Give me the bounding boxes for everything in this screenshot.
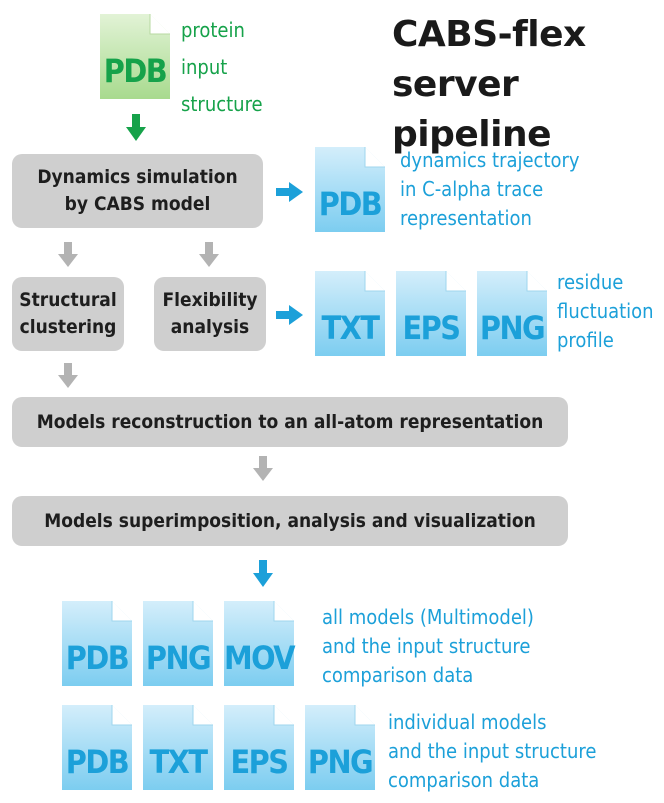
- box-line: Models superimposition, analysis and vis…: [44, 509, 536, 532]
- gray-arrow-down-icon: [253, 456, 273, 481]
- multimodel-label-line: and the input structure: [322, 634, 531, 658]
- fluctuation-eps-file-icon: EPS: [396, 271, 466, 356]
- fluctuation-label: residue fluctuation profile: [557, 268, 654, 355]
- file-type-label: TXT: [321, 309, 380, 347]
- title-line-2: server pipeline: [392, 64, 552, 155]
- fluctuation-txt-file-icon: TXT: [315, 271, 385, 356]
- file-type-label: PNG: [307, 743, 374, 781]
- individual-label-line: comparison data: [388, 768, 540, 792]
- trajectory-pdb-file-icon: PDB: [315, 147, 385, 232]
- individual-label: individual models and the input structur…: [388, 708, 596, 795]
- file-type-label: PNG: [479, 309, 546, 347]
- file-type-label: PDB: [103, 52, 168, 90]
- box-line: clustering: [19, 316, 117, 338]
- trajectory-label-line: representation: [400, 206, 532, 230]
- multimodel-mov-file-icon: MOV: [224, 601, 296, 686]
- fluctuation-png-file-icon: PNG: [477, 271, 547, 356]
- dynamics-simulation-box: Dynamics simulation by CABS model: [12, 154, 263, 228]
- individual-label-line: and the input structure: [388, 739, 597, 763]
- fluctuation-label-line: residue: [557, 270, 624, 294]
- file-type-label: EPS: [402, 309, 462, 347]
- gray-arrow-down-icon: [58, 242, 78, 267]
- blue-arrow-right-icon: [276, 305, 303, 325]
- individual-label-line: individual models: [388, 710, 547, 734]
- title-line-1: CABS-flex: [392, 14, 586, 55]
- input-label-line: structure: [181, 92, 263, 116]
- gray-arrow-down-icon: [199, 242, 219, 267]
- blue-arrow-right-icon: [276, 182, 303, 202]
- input-label-line: protein: [181, 18, 245, 42]
- multimodel-label-line: comparison data: [322, 663, 474, 687]
- box-line: Dynamics simulation: [37, 166, 238, 188]
- file-type-label: PDB: [65, 639, 130, 677]
- box-line: Structural: [19, 289, 117, 311]
- fluctuation-label-line: profile: [557, 328, 614, 352]
- gray-arrow-down-icon: [58, 363, 78, 388]
- input-label-line: input: [181, 55, 228, 79]
- individual-pdb-file-icon: PDB: [62, 705, 132, 790]
- file-type-label: PDB: [65, 743, 130, 781]
- diagram-title: CABS-flex server pipeline: [392, 10, 664, 160]
- trajectory-label: dynamics trajectory in C-alpha trace rep…: [400, 146, 580, 233]
- flexibility-analysis-box: Flexibility analysis: [154, 277, 266, 351]
- file-type-label: MOV: [224, 639, 296, 677]
- trajectory-label-line: in C-alpha trace: [400, 177, 544, 201]
- multimodel-label-line: all models (Multimodel): [322, 605, 534, 629]
- individual-png-file-icon: PNG: [305, 705, 375, 790]
- file-type-label: PNG: [145, 639, 212, 677]
- box-line: analysis: [170, 316, 250, 338]
- multimodel-label: all models (Multimodel) and the input st…: [322, 603, 534, 690]
- multimodel-png-file-icon: PNG: [143, 601, 213, 686]
- input-pdb-file-icon: PDB: [100, 14, 170, 99]
- models-reconstruction-box: Models reconstruction to an all-atom rep…: [12, 397, 568, 447]
- file-type-label: PDB: [318, 185, 383, 223]
- trajectory-label-line: dynamics trajectory: [400, 148, 580, 172]
- box-line: Flexibility: [162, 289, 258, 311]
- green-arrow-down-icon: [126, 114, 146, 141]
- file-type-label: TXT: [149, 743, 208, 781]
- individual-txt-file-icon: TXT: [143, 705, 213, 790]
- input-label: protein input structure: [181, 12, 263, 123]
- models-superimposition-box: Models superimposition, analysis and vis…: [12, 496, 568, 546]
- multimodel-pdb-file-icon: PDB: [62, 601, 132, 686]
- individual-eps-file-icon: EPS: [224, 705, 294, 790]
- box-line: by CABS model: [64, 193, 211, 215]
- blue-arrow-down-icon: [253, 560, 273, 587]
- fluctuation-label-line: fluctuation: [557, 299, 654, 323]
- box-line: Models reconstruction to an all-atom rep…: [36, 410, 544, 433]
- file-type-label: EPS: [230, 743, 290, 781]
- structural-clustering-box: Structural clustering: [12, 277, 124, 351]
